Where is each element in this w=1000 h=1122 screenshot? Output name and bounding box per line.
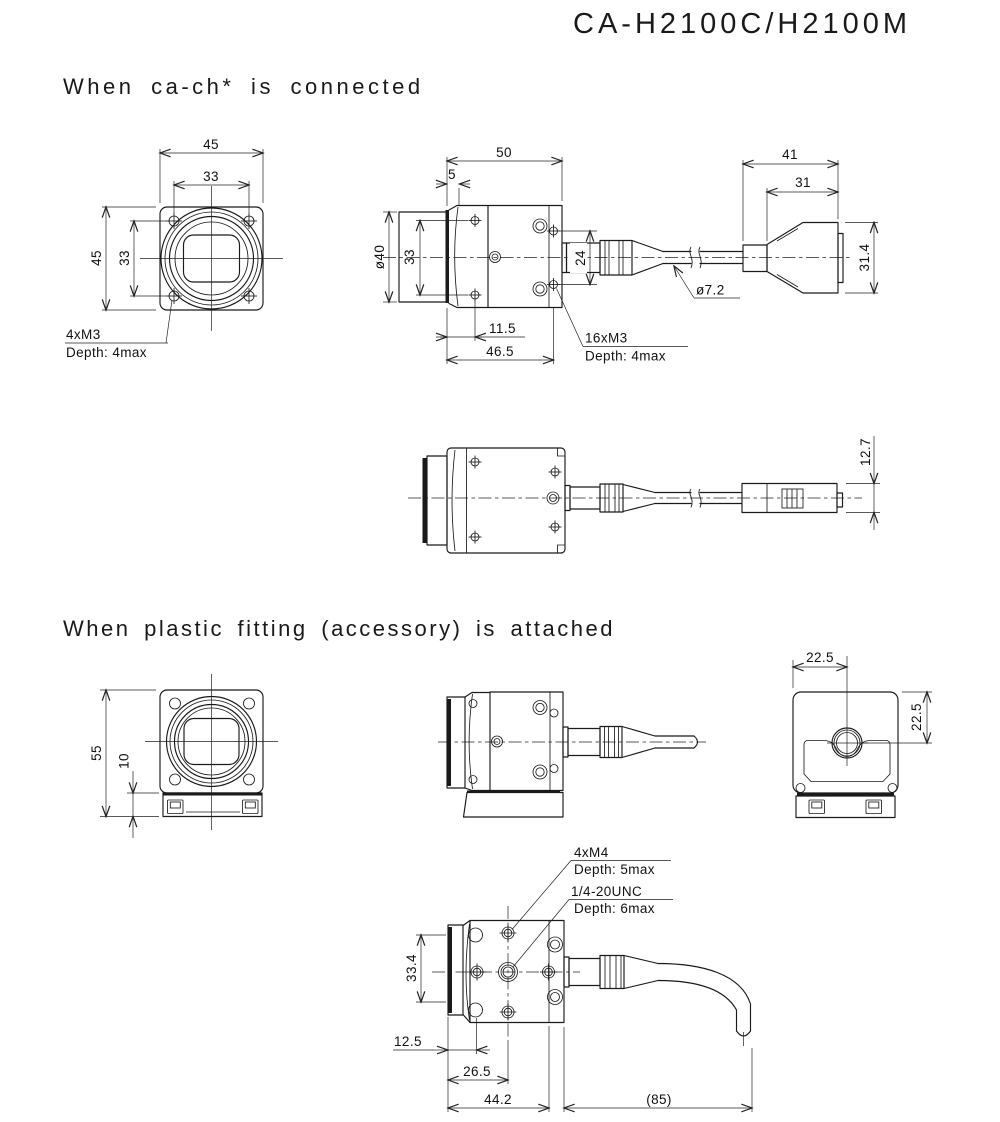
dim-plug-body-length: 31 (795, 175, 811, 190)
view-b-front: 55 10 (89, 674, 278, 838)
dim-front-height: 45 (89, 250, 104, 266)
dim-side-hole-offset: 11.5 (489, 321, 516, 336)
dim-bfront-height-total: 55 (89, 745, 104, 761)
front-screw-note-line1: 4xM3 (66, 327, 101, 342)
dim-side-hole-span: 33 (402, 249, 417, 265)
view-a-top: 12.7 (408, 436, 880, 554)
drawing-title: CA-H2100C/H2100M (573, 8, 912, 40)
dim-side-flange: 5 (448, 167, 456, 182)
dim-plug-length: 41 (782, 147, 798, 162)
bottom-tripod-note-line2: Depth: 6max (574, 901, 655, 916)
section-b-heading: When plastic fitting (accessory) is atta… (63, 616, 615, 641)
dim-plug-height: 31.4 (857, 243, 872, 271)
dim-front-width: 45 (203, 137, 219, 152)
view-b-bottom: 4xM4 Depth: 5max 1/4-20UNC Depth: 6max 3… (393, 845, 752, 1112)
dim-top-connector-height: 12.7 (858, 438, 873, 466)
view-b-side (438, 691, 706, 818)
dim-front-hole-span-h: 33 (203, 169, 219, 184)
front-screw-note-line2: Depth: 4max (66, 345, 147, 360)
dim-side-connector-span: 24 (573, 250, 588, 266)
dim-bottom-lens-offset: 12.5 (394, 1034, 422, 1049)
bottom-screw-note-line1: 4xM4 (574, 845, 609, 860)
dim-front-hole-span-v: 33 (117, 250, 132, 266)
bottom-tripod-note-line1: 1/4-20UNC (571, 884, 642, 899)
view-a-plug: 41 31 31.4 (743, 147, 878, 293)
dim-side-lens-dia: ø40 (372, 245, 387, 269)
section-a-heading: When ca-ch* is connected (63, 74, 424, 99)
dim-bottom-hole-span: 33.4 (404, 954, 419, 982)
dim-rear-offset-h: 22.5 (806, 650, 834, 665)
bottom-screw-note-line2: Depth: 5max (574, 862, 655, 877)
cable-diameter-label: ø7.2 (696, 283, 725, 298)
side-screw-note-line1: 16xM3 (585, 331, 628, 346)
dim-bfront-fitting-height: 10 (117, 753, 132, 769)
side-screw-note-line2: Depth: 4max (585, 349, 666, 364)
dim-bottom-cable-length: (85) (646, 1092, 672, 1107)
view-a-side: 50 5 ø40 33 24 11.5 46.5 (372, 145, 852, 364)
view-b-rear: 22.5 22.5 (793, 650, 932, 819)
dim-rear-offset-v: 22.5 (909, 703, 924, 731)
dim-bottom-tripod-offset: 26.5 (463, 1064, 491, 1079)
dim-side-depth: 50 (496, 145, 512, 160)
dim-bottom-body-depth: 44.2 (484, 1092, 512, 1107)
dim-side-body-depth: 46.5 (486, 344, 514, 359)
view-a-front: 45 33 45 33 4xM3 Depth: 4max (65, 137, 283, 360)
